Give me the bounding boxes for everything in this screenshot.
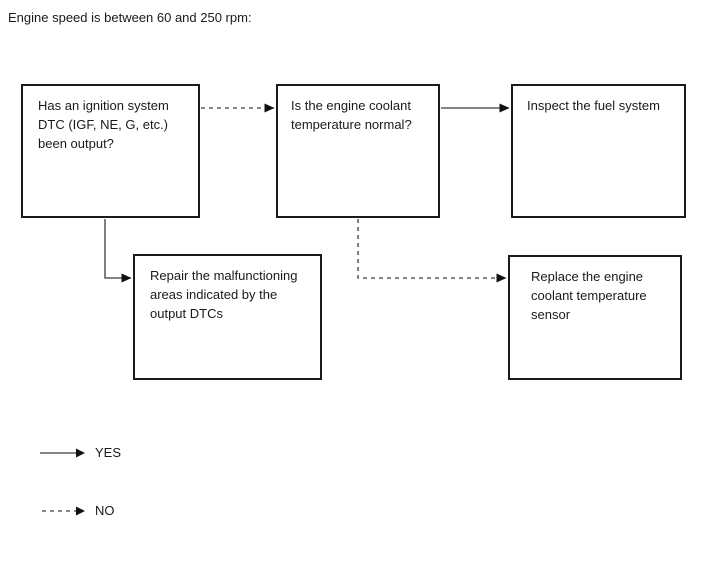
flow-box-coolant-temp-question: Is the engine coolant temperature normal… [276, 84, 440, 218]
connector-no-coolant-to-replace [357, 219, 507, 283]
legend-label-no: NO [95, 503, 115, 518]
flow-box-replace-coolant-sensor: Replace the engine coolant temperature s… [508, 255, 682, 380]
flow-box-inspect-fuel-system: Inspect the fuel system [511, 84, 686, 218]
solid-arrow-icon [40, 448, 85, 458]
dashed-arrow-icon [42, 506, 85, 516]
connector-yes-ignition-to-repair [104, 219, 132, 283]
flow-box-repair-dtc-areas: Repair the malfunctioning areas indicate… [133, 254, 322, 380]
legend-label-yes: YES [95, 445, 122, 460]
page-title: Engine speed is between 60 and 250 rpm: [8, 10, 252, 25]
flow-box-ignition-dtc-question: Has an ignition system DTC (IGF, NE, G, … [21, 84, 200, 218]
legend-item-yes: YES [40, 445, 121, 461]
legend-item-no: NO [40, 503, 115, 519]
